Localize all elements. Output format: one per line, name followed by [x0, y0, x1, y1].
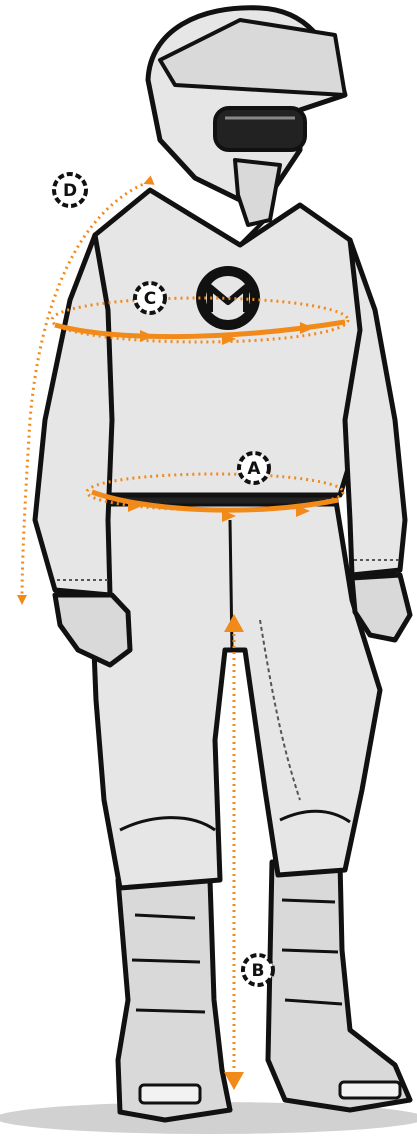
label-badge-d: D [54, 174, 86, 206]
left-boot [118, 880, 230, 1120]
pants [92, 495, 380, 888]
label-a-text: A [247, 459, 261, 479]
label-b-text: B [252, 961, 265, 981]
label-badge-a: A [239, 453, 269, 483]
inseam-measurement [224, 614, 244, 1090]
label-c-text: C [144, 289, 156, 309]
helmet [148, 8, 345, 225]
right-arm [345, 240, 405, 575]
left-arm [35, 235, 112, 595]
right-boot [268, 862, 410, 1110]
goggles [215, 108, 305, 150]
label-badge-c: C [135, 283, 165, 313]
label-d-text: D [63, 181, 77, 201]
label-badge-b: B [243, 955, 273, 985]
left-glove [55, 595, 130, 665]
